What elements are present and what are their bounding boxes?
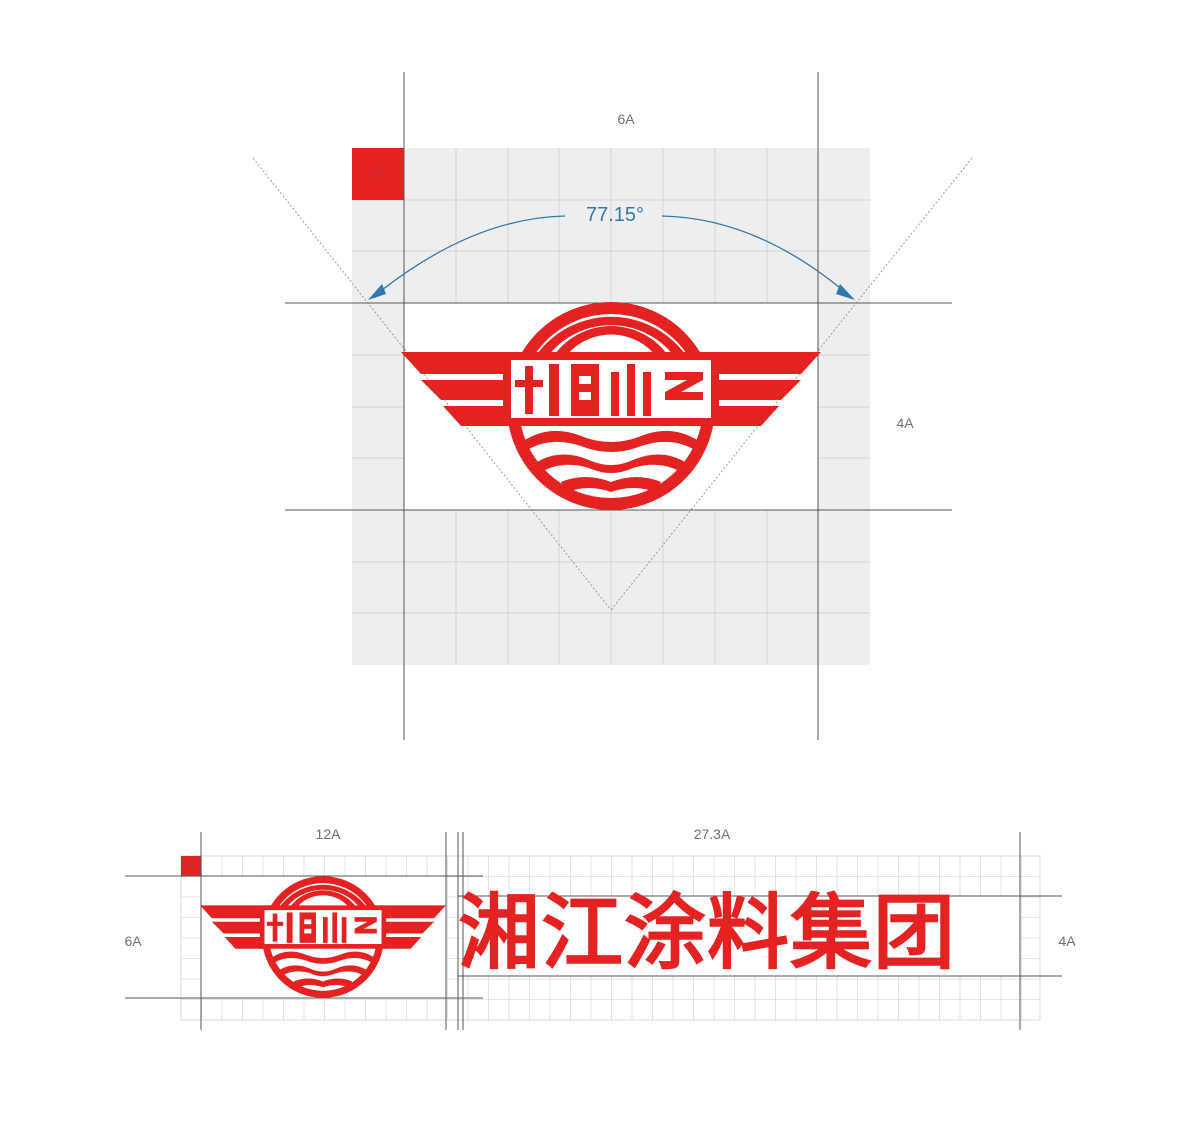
angle-label: 77.15° bbox=[585, 204, 645, 226]
arrow-right-icon bbox=[836, 284, 855, 300]
wordmark-width-label: 27.3A bbox=[693, 826, 731, 842]
construction-diagram bbox=[252, 72, 973, 740]
angle-arc-right bbox=[661, 215, 853, 299]
arrow-left-icon bbox=[368, 284, 386, 300]
logo-width-label-12a: 12A bbox=[315, 826, 341, 842]
construction-svg bbox=[252, 72, 973, 740]
width-label-6a: 6A bbox=[617, 111, 635, 127]
wordmark-clear-area bbox=[463, 896, 1020, 976]
lockup-diagram bbox=[0, 800, 1200, 1060]
lockup-guide-lines bbox=[125, 832, 1062, 1030]
lockup-svg bbox=[125, 832, 1062, 1030]
lockup-unit-label: A bbox=[186, 858, 195, 872]
lockup-unit-square bbox=[181, 856, 201, 876]
unit-label-top: A bbox=[372, 166, 383, 183]
unit-square bbox=[352, 148, 404, 200]
height-label-4a: 4A bbox=[896, 415, 914, 431]
lockup-left-height-label: 6A bbox=[124, 933, 142, 949]
wordmark-text: 湘江涂料集团 bbox=[458, 886, 957, 981]
angle-arc-left bbox=[371, 215, 566, 299]
lockup-right-height-label: 4A bbox=[1058, 933, 1076, 949]
